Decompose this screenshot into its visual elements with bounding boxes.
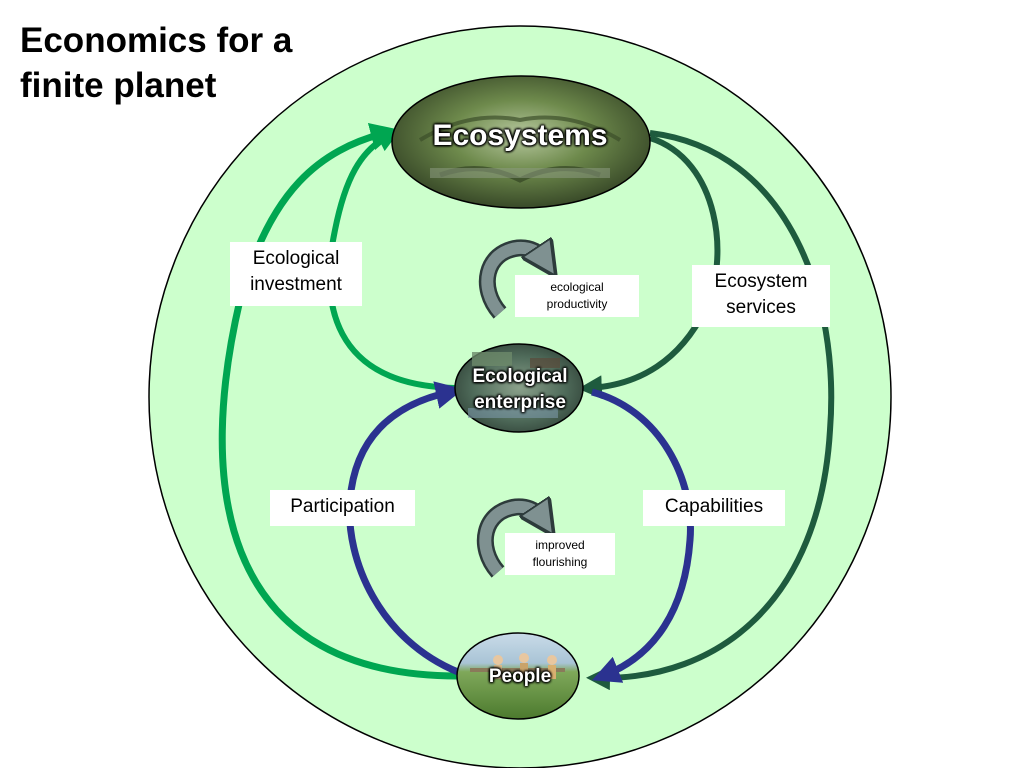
page-title: Economics for a finite planet [20,21,293,105]
ecological-investment-line1: Ecological [252,248,340,269]
ecological-productivity-label: ecological productivity [515,275,639,317]
improved-flourishing-line2: flourishing [532,555,588,569]
ecosystem-services-line2: services [726,297,796,318]
people-label: People [488,666,552,687]
ecosystems-node [391,75,651,209]
people-node [456,632,580,720]
ecological-productivity-line2: productivity [546,297,608,311]
capabilities-label: Capabilities [643,490,785,526]
ecological-productivity-line1: ecological [550,280,604,294]
arrow-ecosystems-to-people [586,130,835,691]
improved-flourishing-line1: improved [535,538,585,552]
ecosystems-label: Ecosystems [432,119,608,152]
enterprise-label-line1: Ecological [472,366,568,387]
ecological-investment-line2: investment [250,274,342,295]
enterprise-label-line2: enterprise [474,392,566,413]
participation-label: Participation [270,490,415,526]
enterprise-label: Ecological enterprise [455,364,585,416]
ecosystem-services-line1: Ecosystem [714,271,808,292]
arrow-people-to-ecosystems [218,123,459,680]
improved-flourishing-label: improved flourishing [505,533,615,575]
enterprise-node [454,343,584,433]
arrow-capabilities [591,388,694,683]
ecological-investment-label: Ecological investment [230,242,362,306]
ecosystem-services-label: Ecosystem services [692,265,830,327]
